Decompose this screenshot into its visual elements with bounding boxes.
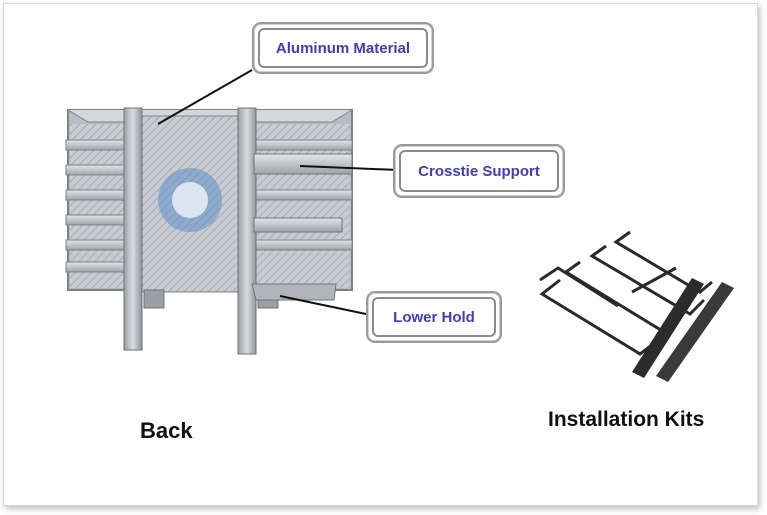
leader-crosstie [299, 165, 399, 171]
caption-installation-kits: Installation Kits [548, 408, 705, 431]
backing-plates [632, 278, 734, 382]
callout-aluminum-material: Aluminum Material [252, 22, 434, 74]
caption-back: Back [140, 418, 193, 443]
callout-crosstie-label: Crosstie Support [399, 150, 559, 192]
leader-aluminum [157, 69, 253, 125]
callout-crosstie-support: Crosstie Support [393, 144, 565, 198]
callout-lower-hold: Lower Hold [366, 291, 502, 343]
callout-lower-label: Lower Hold [372, 297, 496, 337]
headache-rack [65, 107, 353, 355]
leader-lower [279, 295, 367, 315]
callout-aluminum-label: Aluminum Material [258, 28, 428, 68]
